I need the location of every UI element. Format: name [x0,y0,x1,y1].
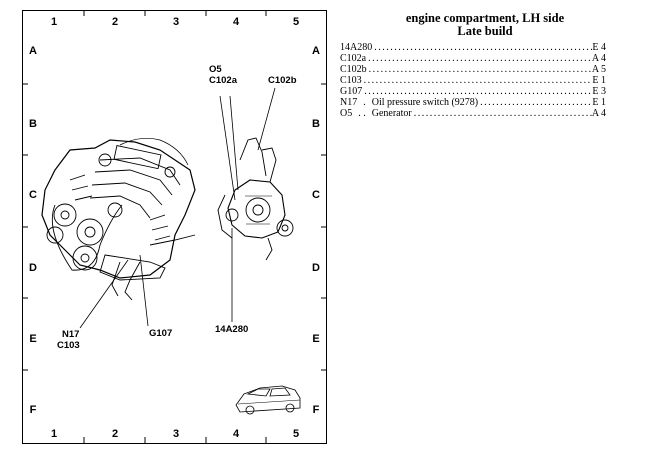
callout-c102a: C102a [209,75,237,86]
legend-leader: ........................................… [363,75,593,86]
legend-code: C102a [340,53,367,64]
callout-14a280: 14A280 [215,324,249,335]
page-title: engine compartment, LH side Late build [340,12,630,38]
vehicle-locator-icon [235,385,301,415]
col-label-1-top: 1 [50,16,58,28]
legend-leader: ........................................… [368,53,592,64]
col-label-3-bottom: 3 [172,428,180,440]
legend-location: E 1 [592,97,606,108]
legend-leader: ........................................… [480,97,593,108]
row-label-a-right: A [312,45,320,57]
row-label-c-right: C [312,189,320,201]
col-label-4-bottom: 4 [232,428,240,440]
callout-g107: G107 [149,328,173,339]
col-label-4-top: 4 [232,16,240,28]
legend-code: 14A280 [340,42,373,53]
legend-code: O5 [340,108,353,119]
legend-row: O5 . . Generator .......................… [340,108,606,119]
row-label-f-right: F [312,404,320,416]
legend-location: E 1 [592,75,606,86]
callout-c102b: C102b [268,75,297,86]
legend-location: E 4 [592,42,606,53]
row-label-d-left: D [29,262,37,274]
title-line-1: engine compartment, LH side [405,11,565,25]
legend-row: G107 ...................................… [340,86,606,97]
col-label-3-top: 3 [172,16,180,28]
col-label-5-top: 5 [292,16,300,28]
legend-row: C102a ..................................… [340,53,606,64]
legend-separator: . . [358,108,366,119]
row-label-b-left: B [29,118,37,130]
legend-code: C102b [340,64,367,75]
callout-c103: C103 [57,340,80,351]
row-label-f-left: F [29,404,37,416]
row-label-c-left: C [29,189,37,201]
col-label-2-top: 2 [111,16,119,28]
legend-row: C103 ...................................… [340,75,606,86]
col-label-5-bottom: 5 [292,428,300,440]
legend-location: E 3 [592,86,606,97]
legend-row: N17 . Oil pressure switch (9278) .......… [340,97,606,108]
callout-n17: N17 [62,329,80,340]
col-label-2-bottom: 2 [111,428,119,440]
col-label-1-bottom: 1 [50,428,58,440]
legend-code: N17 [340,97,358,108]
legend-leader: ........................................… [368,64,592,75]
legend-description: Generator [371,108,412,119]
row-label-e-right: E [312,333,320,345]
row-label-e-left: E [29,333,37,345]
callout-o5: O5 [209,64,222,75]
row-label-b-right: B [312,118,320,130]
legend-row: 14A280 .................................… [340,42,606,53]
legend-row: C102b ..................................… [340,64,606,75]
title-line-2: Late build [457,24,513,38]
legend-leader: ........................................… [374,42,592,53]
component-legend: 14A280 .................................… [340,42,606,119]
legend-location: A 5 [591,64,606,75]
legend-leader: ........................................… [413,108,592,119]
legend-separator: . [363,97,366,108]
legend-location: A 4 [591,53,606,64]
row-label-d-right: D [312,262,320,274]
legend-code: C103 [340,75,362,86]
legend-leader: ........................................… [364,86,593,97]
legend-code: G107 [340,86,363,97]
legend-location: A 4 [591,108,606,119]
row-label-a-left: A [29,45,37,57]
legend-description: Oil pressure switch (9278) [371,97,479,108]
